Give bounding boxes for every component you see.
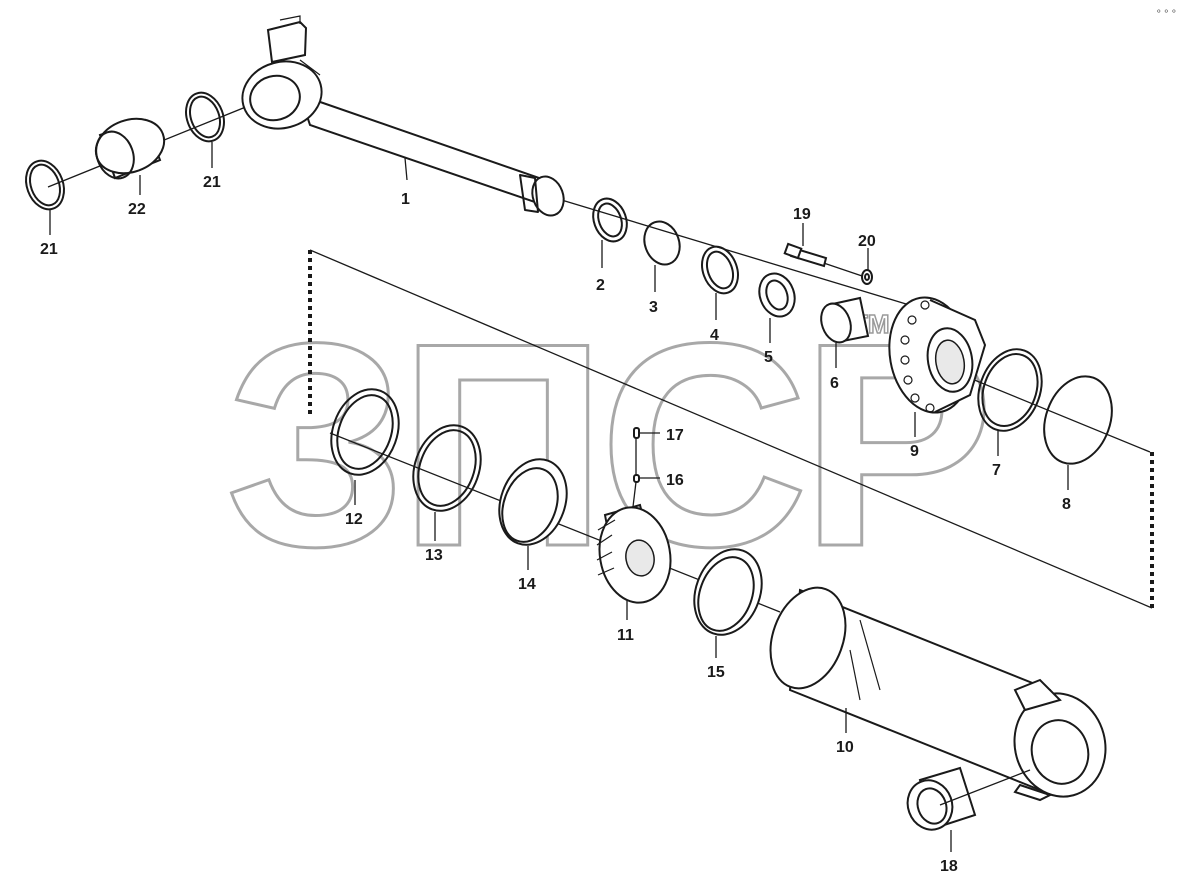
- callout-16: 16: [666, 472, 684, 489]
- callout-13: 13: [425, 547, 443, 564]
- callout-11: 11: [617, 627, 634, 644]
- part-15-ring: [693, 548, 763, 636]
- callout-17: 17: [666, 427, 684, 444]
- part-7-ring: [977, 348, 1043, 432]
- callout-2: 2: [596, 277, 605, 294]
- part-20-washer: [861, 269, 873, 285]
- callout-18: 18: [940, 858, 958, 875]
- callout-22: 22: [128, 201, 146, 218]
- part-11-piston: [596, 503, 672, 604]
- dashed-connectors: [308, 250, 1154, 608]
- part-1-piston-rod: [241, 15, 565, 217]
- part-19-bolt: [783, 242, 828, 268]
- callout-12: 12: [345, 511, 363, 528]
- callout-numbers: 1 2 3 4 5 6 7 8 9 10 11 12 13 14 15 16 1…: [40, 174, 1071, 875]
- part-10-cylinder-barrel: [769, 586, 1107, 802]
- corner-mark: ⚬⚬⚬: [1155, 6, 1177, 16]
- callout-14: 14: [518, 576, 536, 593]
- callout-6: 6: [830, 375, 839, 392]
- part-14-wear-ring: [498, 458, 568, 546]
- callout-15: 15: [707, 664, 725, 681]
- callout-5: 5: [764, 349, 773, 366]
- part-13-ring: [412, 424, 482, 512]
- callout-19: 19: [793, 206, 811, 223]
- callout-21-left: 21: [40, 241, 58, 258]
- callout-20: 20: [858, 233, 876, 250]
- callout-7: 7: [992, 462, 1001, 479]
- part-12-ring: [330, 388, 400, 476]
- callout-10: 10: [836, 739, 854, 756]
- part-22-bushing: [94, 117, 166, 180]
- part-9-gland-head: [888, 296, 987, 414]
- callout-1: 1: [401, 191, 410, 208]
- parts-2-8-rod-seals: [592, 197, 870, 344]
- callout-4: 4: [710, 327, 719, 344]
- part-8-o-ring: [1043, 375, 1113, 465]
- callout-9: 9: [910, 443, 919, 460]
- callout-leaders: [49, 142, 1069, 852]
- callout-8: 8: [1062, 496, 1071, 513]
- callout-21-right: 21: [203, 174, 221, 191]
- part-18-bushing: [906, 766, 1031, 831]
- part-21-snap-rings: [25, 91, 225, 211]
- callout-3: 3: [649, 299, 658, 316]
